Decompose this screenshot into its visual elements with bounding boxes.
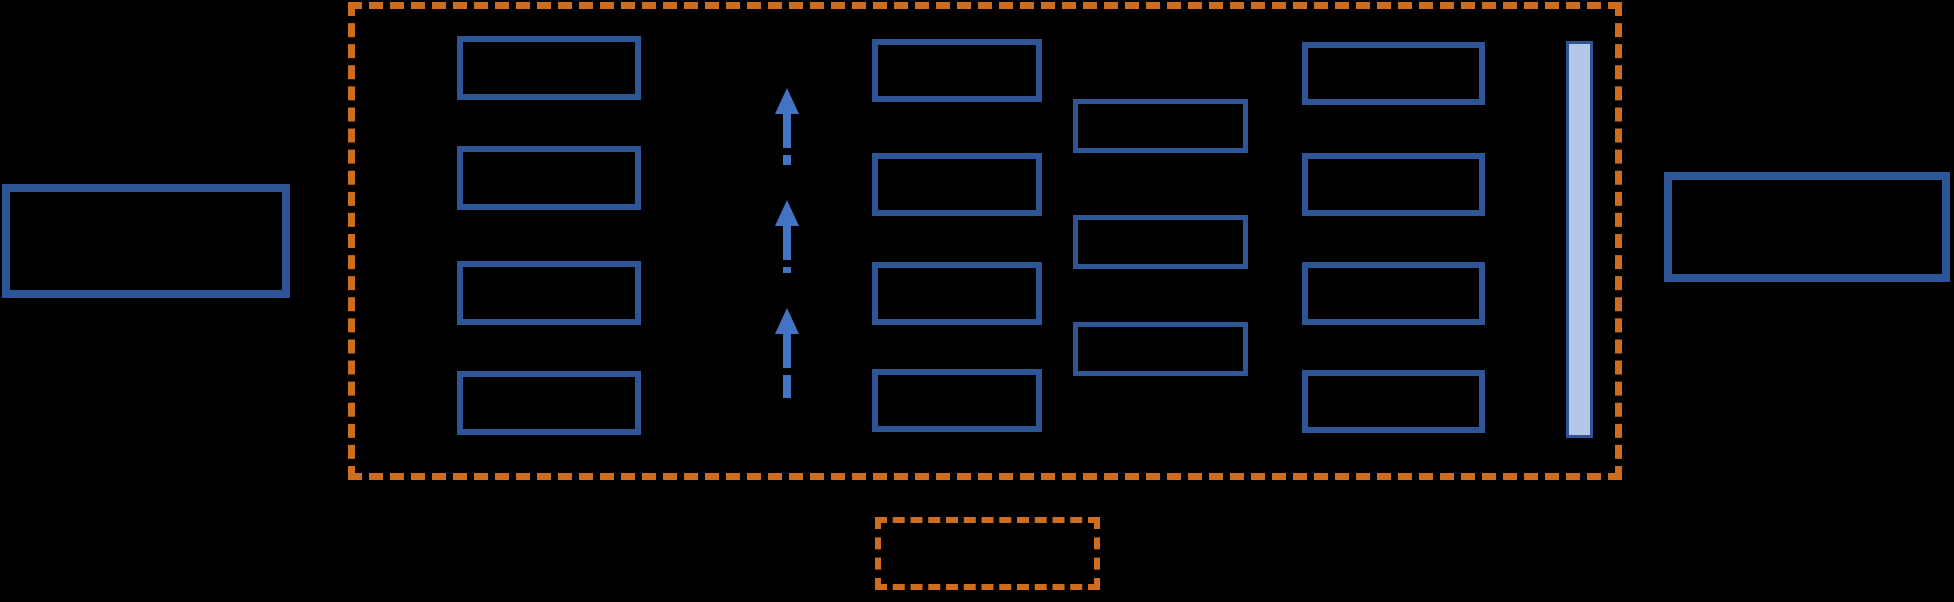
feature-bar: [1566, 41, 1593, 438]
up-arrow-1-head-icon: [775, 88, 799, 114]
output-box: [1664, 172, 1950, 282]
column-3-box-4: [1302, 370, 1485, 433]
column-3-box-1: [1302, 42, 1485, 105]
column-middle-box-3: [1073, 322, 1248, 376]
column-1-box-4: [457, 371, 641, 435]
bottom-dashed-box: [875, 517, 1100, 590]
up-arrow-3: [775, 308, 799, 398]
column-middle-box-1: [1073, 99, 1248, 153]
column-1-box-1: [457, 36, 641, 100]
up-arrow-2-shaft: [783, 226, 791, 273]
up-arrow-1-shaft: [783, 114, 791, 165]
up-arrow-1: [775, 88, 799, 165]
main-dashed-container: [348, 2, 1622, 480]
column-3-box-3: [1302, 262, 1485, 325]
column-3-box-2: [1302, 153, 1485, 216]
column-2-box-4: [872, 369, 1042, 432]
column-1-box-2: [457, 146, 641, 210]
column-2-box-2: [872, 153, 1042, 216]
up-arrow-3-head-icon: [775, 308, 799, 334]
up-arrow-2-head-icon: [775, 200, 799, 226]
column-2-box-3: [872, 262, 1042, 325]
input-box: [2, 184, 290, 298]
column-1-box-3: [457, 261, 641, 325]
column-middle-box-2: [1073, 215, 1248, 269]
column-2-box-1: [872, 39, 1042, 102]
up-arrow-3-shaft: [783, 334, 791, 398]
up-arrow-2: [775, 200, 799, 273]
